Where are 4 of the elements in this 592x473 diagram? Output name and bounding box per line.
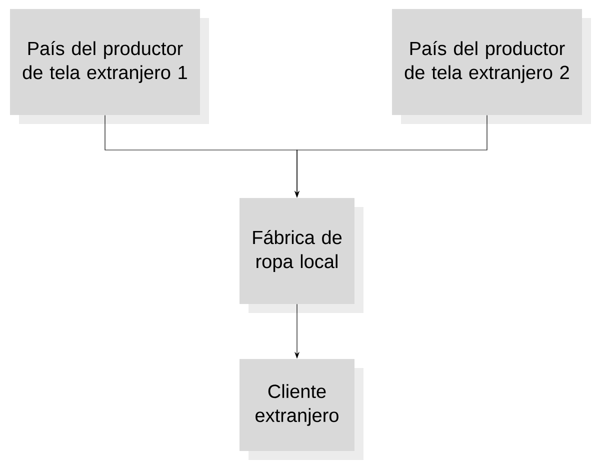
process-box: País del productor de tela extranjero 1	[10, 9, 209, 124]
process-box: País del productor de tela extranjero 2	[392, 9, 591, 124]
process-box: Fábrica de ropa local	[240, 198, 364, 313]
process-box: Cliente extranjero	[240, 359, 364, 460]
